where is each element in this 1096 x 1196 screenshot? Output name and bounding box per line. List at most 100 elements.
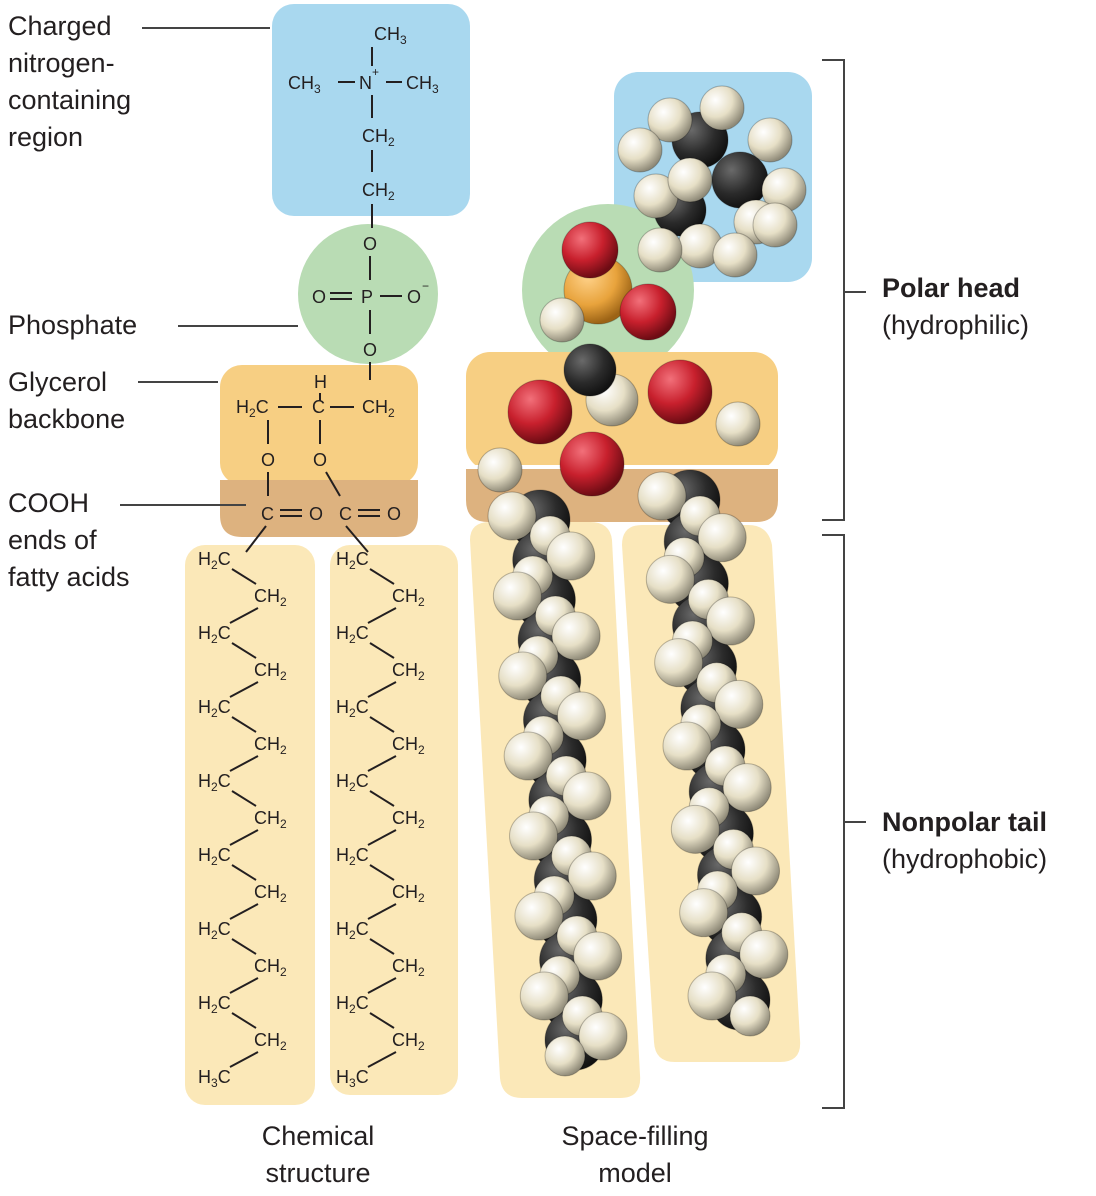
chain-group-label: H2C bbox=[336, 845, 369, 868]
polar-head-bracket bbox=[822, 59, 845, 521]
svg-text:O: O bbox=[313, 450, 327, 470]
right-tail-hydrogen-atom bbox=[697, 513, 747, 563]
right-tail-hydrogen-atom bbox=[687, 971, 737, 1021]
right-tail-hydrogen-atom bbox=[731, 846, 780, 896]
right-tail-hydrogen-atom bbox=[739, 929, 789, 979]
left-tail-hydrogen-atom bbox=[492, 571, 542, 621]
svg-text:O: O bbox=[363, 234, 377, 254]
chain-group-label: CH2 bbox=[392, 956, 425, 979]
phosphate-group-formula: O O P O − O bbox=[312, 234, 429, 380]
chain-group-label: H2C bbox=[198, 549, 231, 572]
svg-text:CH3: CH3 bbox=[374, 24, 407, 47]
chain-group-label: CH2 bbox=[254, 660, 287, 683]
glycerol-hydrogen-atom bbox=[715, 401, 761, 447]
svg-text:N: N bbox=[359, 73, 372, 93]
label-cooh-ends: COOH ends of fatty acids bbox=[8, 488, 130, 592]
chain-bond bbox=[229, 607, 259, 624]
phosphate-region-circle bbox=[298, 224, 438, 364]
hydrogen-atom bbox=[539, 297, 585, 343]
svg-text:C: C bbox=[312, 397, 325, 417]
label-glycerol-backbone: Glycerol backbone bbox=[8, 367, 126, 434]
chain-bond bbox=[369, 642, 395, 659]
left-tail-hydrogen-atom bbox=[509, 811, 559, 861]
chain-group-label: H2C bbox=[198, 771, 231, 794]
svg-text:O: O bbox=[309, 504, 323, 524]
chain-group-label: CH2 bbox=[392, 734, 425, 757]
chain-bond bbox=[229, 977, 259, 994]
chain-bond bbox=[229, 829, 259, 846]
choline-hydrogen-atom bbox=[617, 127, 663, 173]
svg-text:O: O bbox=[261, 450, 275, 470]
chain-bond bbox=[367, 755, 397, 772]
chain-bond bbox=[369, 864, 395, 881]
space-filling-model bbox=[477, 85, 807, 1077]
chain-group-label: H2C bbox=[198, 697, 231, 720]
polar-head-title: Polar head bbox=[882, 273, 1021, 303]
svg-text:O: O bbox=[312, 287, 326, 307]
left-tail-hydrogen-atom bbox=[544, 1035, 586, 1077]
chain-bond bbox=[367, 681, 397, 698]
chain-bond bbox=[231, 568, 257, 585]
nonpolar-tail-subtitle: (hydrophobic) bbox=[882, 844, 1048, 874]
left-tail-hydrogen-atom bbox=[567, 851, 617, 901]
svg-text:C: C bbox=[339, 504, 352, 524]
nonpolar-tail-bracket bbox=[822, 534, 845, 1109]
chain-bond bbox=[229, 1051, 259, 1068]
svg-text:H2C: H2C bbox=[236, 397, 269, 420]
ester-oxygen-atom bbox=[507, 379, 573, 445]
svg-text:+: + bbox=[372, 65, 379, 79]
svg-text:CH3: CH3 bbox=[288, 73, 321, 96]
chain-bond bbox=[231, 642, 257, 659]
chain-bond bbox=[369, 716, 395, 733]
chain-bond bbox=[229, 755, 259, 772]
choline-hydrogen-atom bbox=[637, 227, 683, 273]
right-tail-hydrogen-atom bbox=[714, 679, 764, 729]
fatty-acid-chain-right: H2CCH2H2CCH2H2CCH2H2CCH2H2CCH2H2CCH2H2CC… bbox=[336, 549, 425, 1090]
fatty-acid-tail-left-box bbox=[185, 545, 315, 1105]
right-tail-hydrogen-atom bbox=[706, 596, 755, 646]
right-tail-hydrogen-atom bbox=[679, 888, 729, 938]
right-tail-hydrogen-atom bbox=[729, 995, 771, 1037]
ester-oxygen-atom bbox=[647, 359, 713, 425]
cooh-region-box bbox=[220, 480, 418, 537]
chain-group-label: H2C bbox=[336, 919, 369, 942]
left-tail-hydrogen-atom bbox=[573, 931, 623, 981]
chain-group-label: CH2 bbox=[392, 660, 425, 683]
svg-text:CH2: CH2 bbox=[362, 180, 395, 203]
chain-group-label: CH2 bbox=[254, 1030, 287, 1053]
chain-group-label: CH2 bbox=[254, 734, 287, 757]
left-tail-hydrogen-atom bbox=[519, 971, 569, 1021]
fatty-acid-tail-right-box bbox=[330, 545, 458, 1095]
label-line: Charged bbox=[8, 11, 112, 41]
right-tail-hydrogen-atom bbox=[637, 471, 687, 521]
left-tail-hydrogen-atom bbox=[514, 891, 564, 941]
label-line: nitrogen- bbox=[8, 48, 115, 78]
chain-group-label: H2C bbox=[198, 623, 231, 646]
glycerol-carbon-atom bbox=[563, 343, 617, 397]
chain-bond bbox=[369, 938, 395, 955]
chain-bond bbox=[369, 790, 395, 807]
svg-text:−: − bbox=[422, 279, 429, 293]
choline-carbon-atom bbox=[711, 151, 769, 209]
right-tail-hydrogen-atom bbox=[722, 763, 772, 813]
chain-bond bbox=[367, 903, 397, 920]
chain-group-label: CH2 bbox=[254, 882, 287, 905]
caption-space-filling-model: Space-filling model bbox=[561, 1121, 709, 1188]
label-nonpolar-tail: Nonpolar tail (hydrophobic) bbox=[882, 804, 1047, 878]
right-tail-hydrogen-atom bbox=[670, 804, 720, 854]
chain-bond bbox=[367, 977, 397, 994]
choline-hydrogen-atom bbox=[752, 202, 798, 248]
svg-text:CH3: CH3 bbox=[406, 73, 439, 96]
chain-bond bbox=[231, 1012, 257, 1029]
chain-bond bbox=[231, 790, 257, 807]
chain-bond bbox=[367, 1051, 397, 1068]
right-tail-hydrogen-atom bbox=[645, 554, 695, 604]
chain-group-label: H2C bbox=[198, 845, 231, 868]
ester-formula: C O C O bbox=[245, 504, 401, 553]
choline-hydrogen-atom bbox=[699, 85, 745, 131]
chain-group-label: CH2 bbox=[254, 586, 287, 609]
chain-bond bbox=[229, 903, 259, 920]
oxygen-atom bbox=[561, 221, 619, 279]
svg-text:CH2: CH2 bbox=[362, 397, 395, 420]
